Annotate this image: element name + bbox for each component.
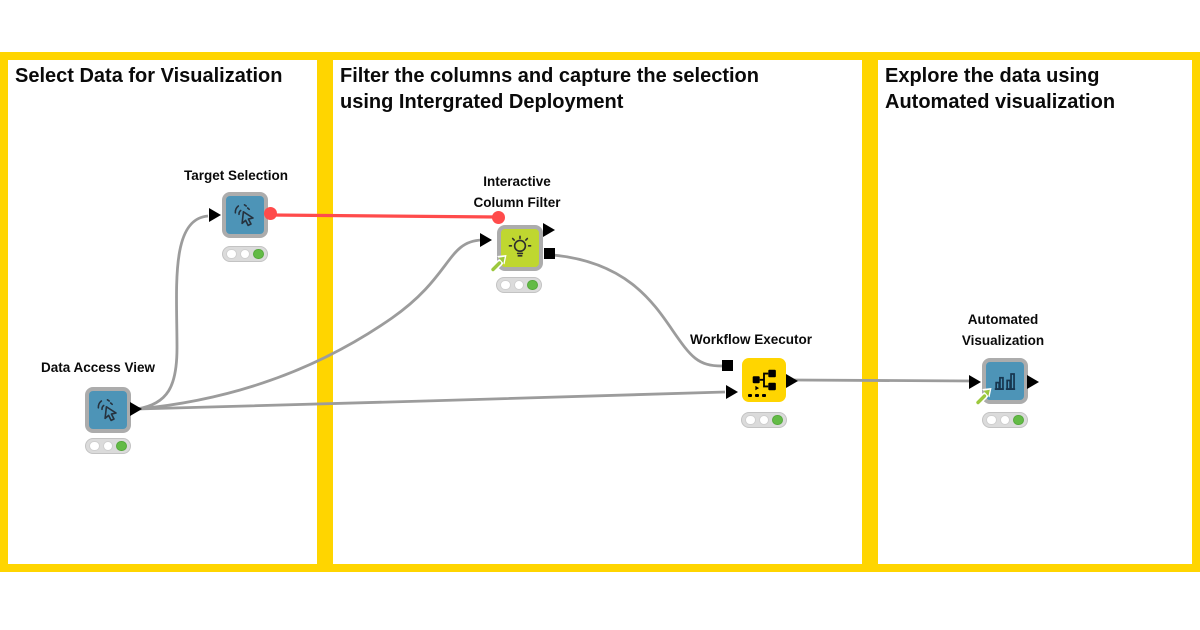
input-port-workflow-square[interactable] (722, 360, 733, 371)
input-port-selection-circle[interactable] (492, 211, 505, 224)
bar-chart-icon (994, 373, 1016, 390)
node-label-data-access-view: Data Access View (40, 360, 156, 375)
input-port-triangle[interactable] (726, 385, 738, 399)
status-light-idle (89, 440, 100, 452)
node-label-workflow-executor: Workflow Executor (689, 332, 813, 347)
output-port-workflow-square[interactable] (544, 248, 555, 259)
status-light-idle (226, 248, 237, 260)
connection-columnfilter-to-workflowexecutor[interactable] (552, 253, 723, 368)
annotation-title: Select Data for Visualization (8, 60, 317, 89)
status-light-configured (513, 279, 525, 291)
component-arrow-icon (489, 254, 508, 277)
status-traffic-light (741, 412, 787, 428)
status-traffic-light (85, 438, 131, 454)
annotation-filter-capture[interactable]: Filter the columns and capture the selec… (325, 52, 870, 572)
status-light-idle (500, 279, 511, 291)
status-light-executed (253, 248, 264, 260)
output-port-triangle[interactable] (786, 374, 798, 388)
workflow-icon (752, 369, 776, 391)
status-light-executed (527, 279, 538, 291)
node-frame[interactable] (209, 192, 277, 238)
annotation-title-line: Filter the columns and capture the selec… (340, 65, 759, 87)
output-port-triangle[interactable] (130, 402, 142, 416)
annotation-title: Explore the data using Automated visuali… (878, 60, 1192, 115)
node-automated-visualization[interactable] (969, 358, 1039, 406)
lightbulb-icon (508, 235, 532, 257)
node-frame[interactable] (85, 387, 142, 433)
connection-selection-red-link[interactable] (270, 213, 498, 219)
connection-dataaccess-to-targetselection[interactable] (136, 214, 209, 411)
status-light-configured (102, 440, 114, 452)
annotation-title-line: Automated visualization (885, 91, 1116, 113)
node-target-selection[interactable] (209, 192, 277, 238)
status-light-configured (239, 248, 251, 260)
annotation-title: Filter the columns and capture the selec… (333, 60, 862, 115)
node-frame[interactable] (480, 211, 555, 273)
connection-dataaccess-to-columnfilter[interactable] (136, 238, 483, 411)
input-port-triangle[interactable] (480, 233, 492, 247)
node-frame[interactable] (969, 358, 1039, 406)
output-port-triangle[interactable] (543, 223, 555, 237)
interactive-view-icon (234, 204, 254, 227)
status-light-executed (1013, 414, 1024, 426)
status-traffic-light (982, 412, 1028, 428)
output-port-selection-circle[interactable] (264, 207, 277, 220)
status-light-configured (999, 414, 1011, 426)
node-interactive-column-filter[interactable] (480, 211, 555, 273)
connection-workflowexecutor-to-visualization[interactable] (792, 378, 973, 383)
connection-dataaccess-to-workflowexecutor[interactable] (136, 390, 726, 411)
annotation-title-line: Select Data for Visualization (15, 65, 283, 87)
node-data-access-view[interactable] (85, 387, 142, 433)
status-light-configured (758, 414, 770, 426)
dynamic-ports-dots (748, 393, 766, 397)
status-light-idle (745, 414, 756, 426)
input-port-triangle[interactable] (209, 208, 221, 222)
input-port-triangle[interactable] (969, 375, 981, 389)
annotation-title-line: using Intergrated Deployment (340, 91, 624, 113)
status-light-executed (772, 414, 783, 426)
node-label-automated-visualization: Automated Visualization (961, 312, 1045, 348)
interactive-view-icon (97, 399, 117, 422)
status-traffic-light (222, 246, 268, 262)
annotation-select-data[interactable]: Select Data for Visualization (0, 52, 325, 572)
node-label-target-selection: Target Selection (183, 168, 289, 183)
component-arrow-icon (974, 387, 993, 410)
status-light-executed (116, 440, 127, 452)
node-workflow-executor[interactable] (722, 358, 798, 402)
status-traffic-light (496, 277, 542, 293)
annotation-title-line: Explore the data using (885, 65, 1100, 87)
node-label-interactive-column-filter: Interactive Column Filter (473, 174, 561, 210)
output-port-triangle[interactable] (1027, 375, 1039, 389)
node-frame[interactable] (722, 358, 798, 402)
status-light-idle (986, 414, 997, 426)
annotation-explore[interactable]: Explore the data using Automated visuali… (870, 52, 1200, 572)
